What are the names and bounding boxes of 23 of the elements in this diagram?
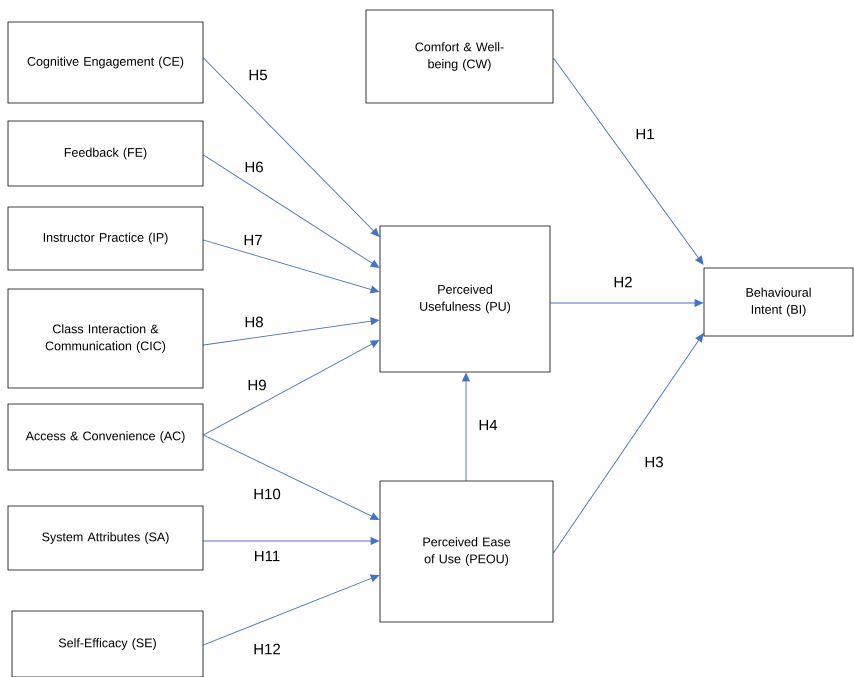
- edge-label: H12: [254, 644, 280, 654]
- construct-box: Comfort & Well-being (CW): [366, 10, 554, 104]
- construct-box: System Attributes (SA): [8, 506, 204, 570]
- edge-label: H4: [480, 420, 498, 430]
- edge-label: H7: [244, 234, 262, 246]
- construct-box: Perceived Ease of Use (PEOU): [380, 480, 554, 622]
- construct-box: Access & Convenience (AC): [8, 404, 204, 470]
- construct-box: Self-Efficacy (SE): [12, 610, 204, 677]
- construct-box: Feedback (FE): [8, 120, 204, 186]
- edge-label: H5: [250, 70, 267, 80]
- edge-label: H1: [636, 128, 654, 140]
- construct-box: Perceived Usefulness (PU): [380, 226, 550, 372]
- construct-box: Cognitive Engagement (CE): [8, 22, 204, 104]
- construct-box: Class Interaction & Communication (CIC): [8, 288, 204, 388]
- edge-label: H11: [255, 550, 280, 562]
- construct-box: Behavioural Intent (BI): [704, 268, 854, 336]
- edge-label: H8: [246, 316, 263, 328]
- edge-label: H6: [246, 162, 263, 172]
- edge-label: H10: [254, 488, 280, 500]
- edge-label: H9: [248, 380, 266, 390]
- construct-box: Instructor Practice (IP): [8, 206, 204, 270]
- edge-label: H3: [646, 456, 663, 468]
- edge-label: H2: [614, 276, 632, 288]
